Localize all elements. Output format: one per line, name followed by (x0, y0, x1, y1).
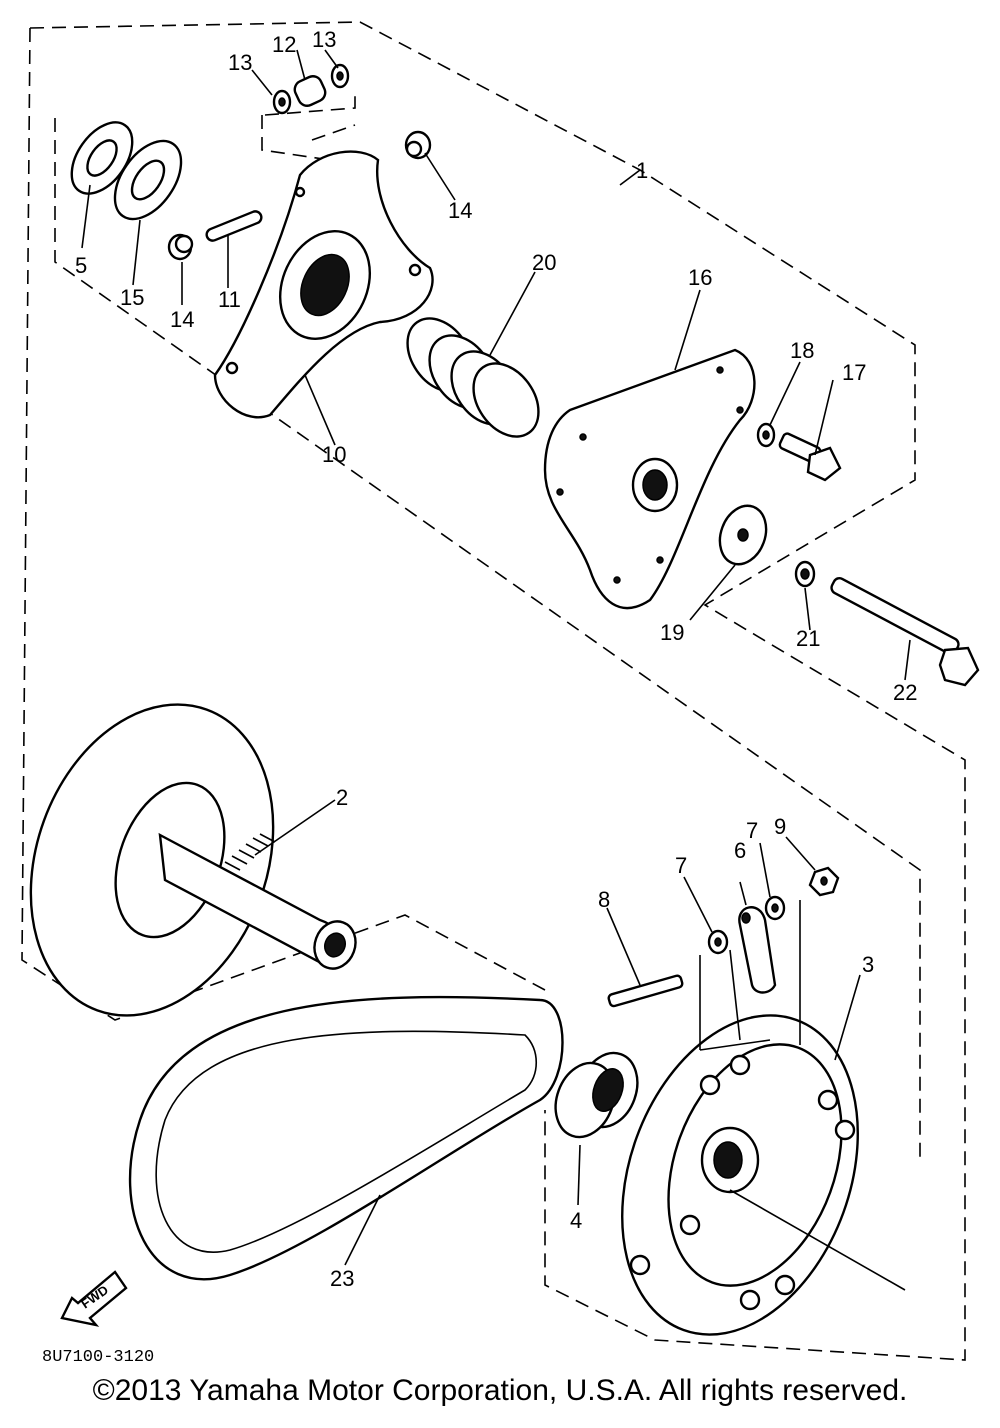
washer-7 (707, 895, 786, 955)
callout-19: 19 (660, 620, 684, 645)
callout-14b: 14 (448, 198, 472, 223)
callout-13b: 13 (312, 27, 336, 52)
callout-16: 16 (688, 265, 712, 290)
fixed-sheave-2 (29, 703, 357, 1017)
callout-17: 17 (842, 360, 866, 385)
callout-22: 22 (893, 680, 917, 705)
cap-14-right (404, 130, 432, 160)
callout-11: 11 (218, 287, 241, 312)
washer-19 (718, 504, 768, 566)
cover-16 (543, 348, 756, 610)
callout-13a: 13 (228, 50, 252, 75)
pin-11 (205, 210, 263, 242)
callout-21: 21 (796, 626, 820, 651)
washer-15 (113, 139, 183, 221)
copyright-notice: ©2013 Yamaha Motor Corporation, U.S.A. A… (92, 1374, 908, 1407)
callout-2: 2 (336, 785, 348, 810)
bushing-4 (554, 1051, 639, 1139)
assembly-outline (21, 21, 966, 1361)
callout-20: 20 (532, 250, 556, 275)
bolt-17 (778, 432, 842, 482)
movable-sheave-3 (621, 1014, 859, 1336)
washer-21 (794, 560, 816, 588)
leader-lines (81, 49, 911, 1291)
callout-4: 4 (570, 1208, 582, 1233)
callout-14a: 14 (170, 307, 194, 332)
shaft-8 (607, 974, 684, 1008)
callout-5: 5 (75, 253, 87, 278)
callout-10: 10 (322, 442, 346, 467)
callout-3: 3 (862, 952, 874, 977)
callout-6: 6 (734, 838, 746, 863)
callout-12: 12 (272, 32, 296, 57)
roller-12 (272, 63, 350, 115)
callout-7a: 7 (675, 853, 687, 878)
weight-6 (738, 906, 777, 994)
callout-labels: 1 2 3 4 5 6 7 7 8 9 10 11 12 13 13 14 14… (75, 27, 917, 1291)
washer-18 (756, 422, 776, 448)
callout-9: 9 (774, 814, 786, 839)
forward-arrow-icon: FWD (60, 1270, 128, 1327)
v-belt-23 (128, 995, 564, 1281)
callout-15: 15 (120, 285, 144, 310)
callout-23: 23 (330, 1266, 354, 1291)
callout-18: 18 (790, 338, 814, 363)
cap-14-left (167, 233, 194, 261)
callout-1: 1 (636, 158, 648, 183)
callout-8: 8 (598, 887, 610, 912)
spider-10 (213, 150, 434, 419)
nut-9 (808, 866, 840, 897)
drawing-code: 8U7100-3120 (42, 1348, 154, 1367)
spring-20 (406, 317, 540, 438)
bolt-22 (830, 576, 980, 687)
washer-5 (70, 121, 134, 195)
callout-7b: 7 (746, 818, 758, 843)
